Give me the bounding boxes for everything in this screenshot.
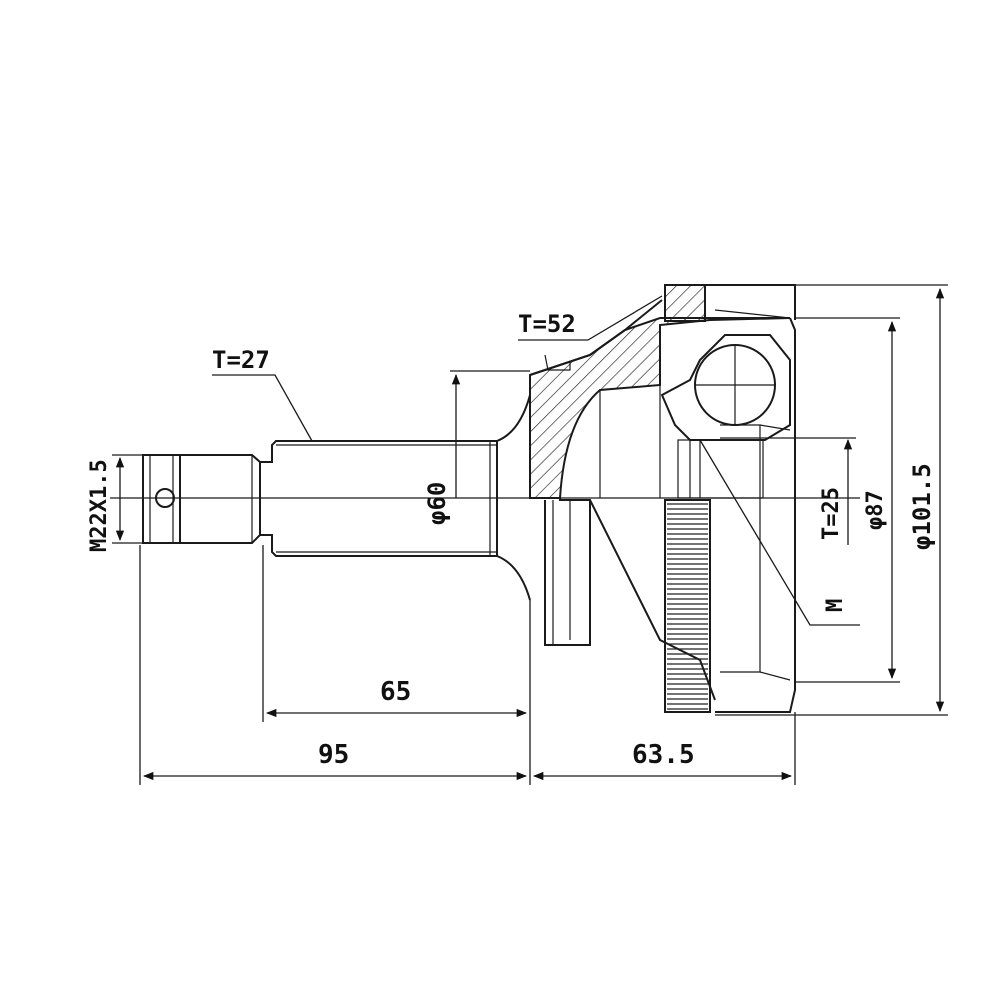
thread-label: M22X1.5	[87, 459, 112, 552]
cage-and-ball	[660, 334, 791, 499]
length-bell-label: 63.5	[632, 740, 695, 770]
diameter-outer-label: φ101.5	[908, 463, 936, 550]
threaded-end	[142, 454, 261, 544]
spline-inner-label: T=27	[212, 346, 270, 374]
diameter-inner-label: φ87	[863, 490, 888, 530]
spline-outer-label: T=52	[518, 310, 576, 338]
spline-shaft	[260, 394, 531, 601]
shaft-diameter-label: φ60	[423, 482, 451, 525]
length-shaft-label: 95	[318, 740, 349, 770]
seal-mark-label: M	[823, 599, 848, 612]
length-spline-label: 65	[380, 677, 411, 707]
bell-housing	[529, 284, 796, 713]
abs-ring	[664, 499, 711, 713]
teeth-abs-label: T=25	[819, 487, 844, 540]
